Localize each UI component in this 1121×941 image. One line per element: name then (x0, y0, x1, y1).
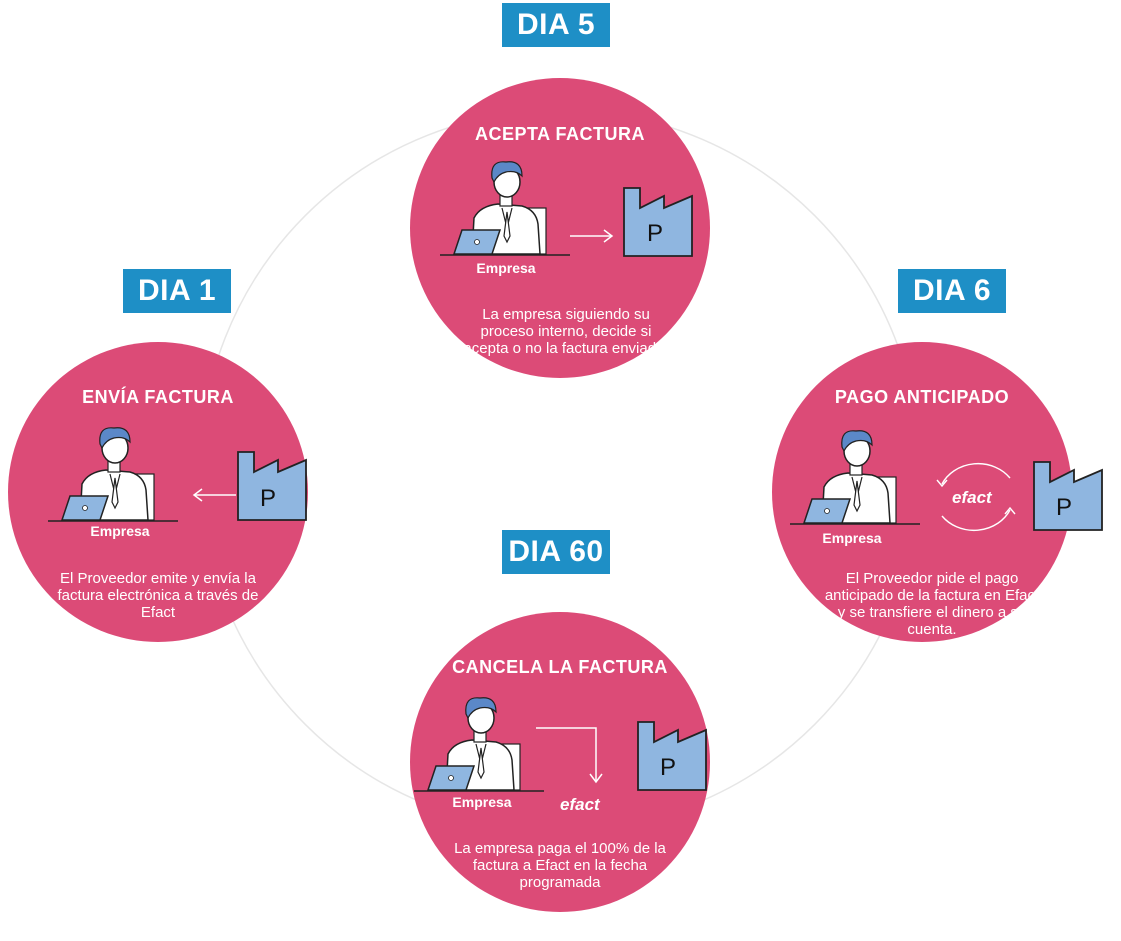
step-title: PAGO ANTICIPADO (834, 387, 1010, 407)
factory-label: P (660, 754, 677, 781)
step-description: La empresa siguiendo su proceso interno,… (463, 306, 669, 357)
step-circle-1: ENVÍA FACTURA Empresa P El Proveedor emi… (8, 342, 308, 642)
person-at-laptop-icon (440, 161, 570, 256)
factory-icon (237, 451, 307, 521)
actor-label: Empresa (822, 530, 882, 546)
actor-label: Empresa (452, 794, 512, 810)
step-description: La empresa paga el 100% de la factura a … (454, 840, 666, 891)
day-label-5: DIA 5 (502, 3, 610, 47)
step-circle-6: PAGO ANTICIPADO Empresa efact P El Prove… (772, 342, 1103, 642)
step-circle-60: CANCELA LA FACTURA Empresa efact P La em… (410, 612, 710, 912)
step-description: El Proveedor pide el pago anticipado de … (824, 570, 1040, 638)
factory-icon (623, 187, 693, 257)
person-at-laptop-icon (414, 697, 544, 792)
efact-logo-icon: efact (560, 795, 600, 814)
factory-label: P (647, 220, 664, 247)
step-circle-5: ACEPTA FACTURA Empresa P La empresa sigu… (410, 78, 710, 378)
efact-logo-icon: efact (952, 488, 992, 507)
person-at-laptop-icon (48, 427, 178, 522)
day-label-6: DIA 6 (898, 269, 1006, 313)
person-at-laptop-icon (790, 430, 920, 525)
factory-icon (1033, 461, 1103, 531)
arrow-left-icon (192, 488, 236, 502)
arrow-right-icon (570, 229, 614, 243)
cycle-arrows-icon (936, 462, 1016, 532)
day-label-1: DIA 1 (123, 269, 231, 313)
day-label-60: DIA 60 (502, 530, 610, 574)
step-title: ENVÍA FACTURA (82, 387, 234, 407)
factory-icon (637, 721, 707, 791)
actor-label: Empresa (90, 523, 150, 539)
step-title: CANCELA LA FACTURA (452, 657, 668, 677)
factory-label: P (1056, 494, 1073, 521)
step-description: El Proveedor emite y envía la factura el… (57, 570, 259, 621)
factory-label: P (260, 485, 277, 512)
elbow-arrow-down-icon (536, 727, 603, 784)
actor-label: Empresa (476, 260, 536, 276)
step-title: ACEPTA FACTURA (475, 124, 645, 144)
